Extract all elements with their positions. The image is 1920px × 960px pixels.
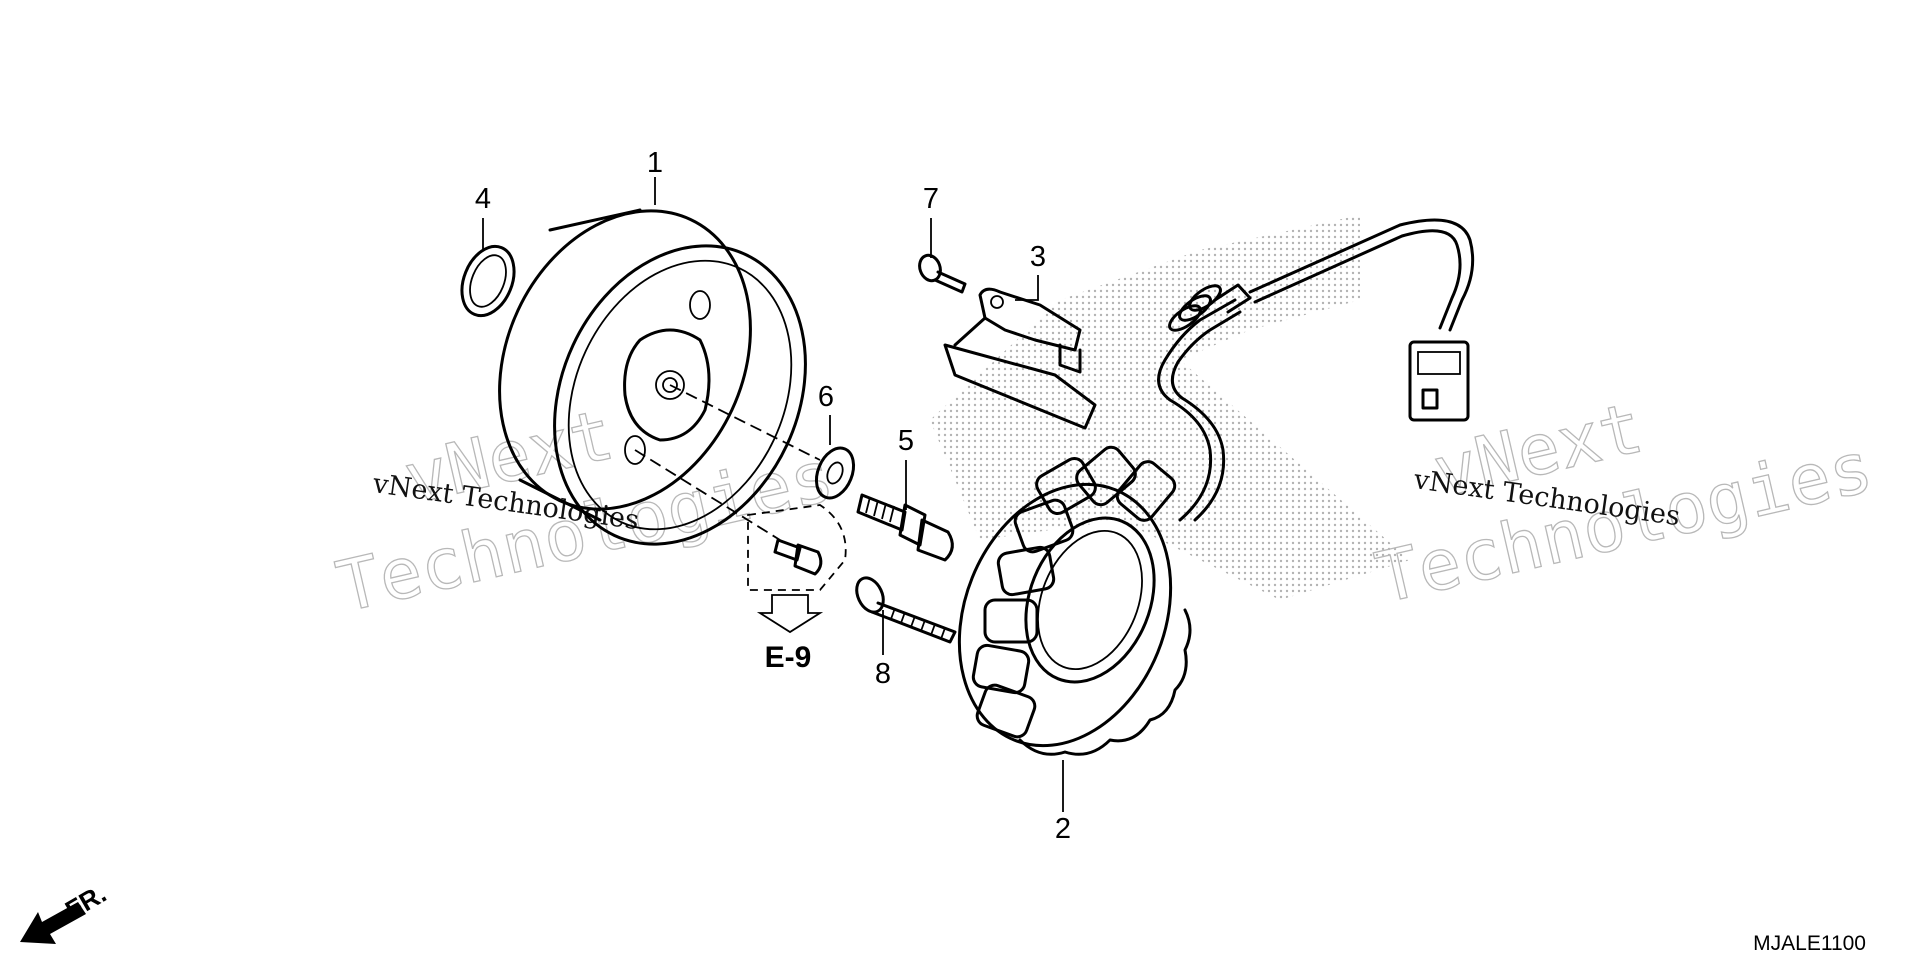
reference-box (747, 504, 847, 591)
front-direction-arrow-icon (20, 902, 86, 944)
part-flange-bolt[interactable] (856, 493, 954, 562)
part-bracket[interactable] (943, 287, 1097, 430)
part-ring-seal[interactable] (452, 239, 523, 324)
part-flywheel[interactable] (453, 170, 853, 586)
wire-connector (1408, 340, 1470, 422)
callout-2[interactable]: 2 (1055, 813, 1071, 845)
callout-3[interactable]: 3 (1030, 241, 1046, 273)
part-stator[interactable] (922, 218, 1475, 778)
callout-4[interactable]: 4 (475, 183, 491, 215)
part-washer[interactable] (809, 443, 860, 504)
document-code: MJALE1100 (1753, 932, 1866, 955)
callout-8[interactable]: 8 (875, 658, 891, 690)
section-ref-arrow (756, 594, 824, 634)
wire-grommet (1168, 283, 1252, 332)
callout-1[interactable]: 1 (647, 147, 663, 179)
stator-poles (971, 445, 1192, 756)
part-small-screw[interactable] (916, 252, 967, 294)
callout-7[interactable]: 7 (923, 183, 939, 215)
callout-5[interactable]: 5 (898, 425, 914, 457)
callout-6[interactable]: 6 (818, 381, 834, 413)
leader-lines (482, 177, 1064, 812)
part-long-bolt[interactable] (852, 574, 957, 644)
section-ref-label[interactable]: E-9 (765, 641, 812, 674)
background-logo (930, 215, 1410, 600)
